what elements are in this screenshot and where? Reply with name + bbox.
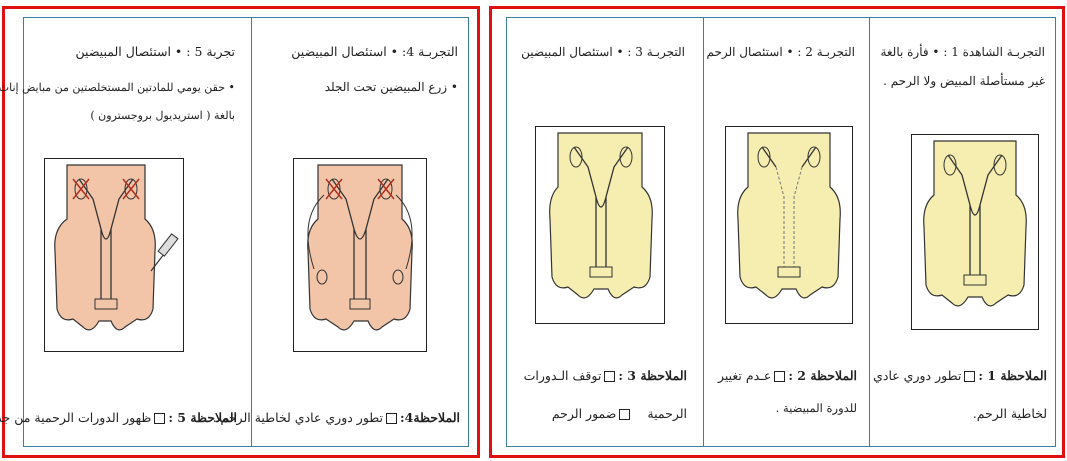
- experiment-5-title: تجربة 5 : • استئصال المبيضين: [30, 42, 235, 62]
- experiment-5-description-1: • حقن يومي للمادتين المستخلصتين من مبايض…: [30, 76, 235, 99]
- checkbox-icon: [154, 413, 165, 424]
- experiment-1-rat-figure: [911, 134, 1039, 330]
- experiment-1-observation: الملاحظة 1 : تطور دوري عادي: [873, 362, 1047, 390]
- rat-reproductive-diagram-1: [912, 135, 1038, 329]
- observation-3-text-2a: الرحمية: [647, 406, 687, 421]
- observation-3-label: الملاحظة 3 :: [618, 368, 687, 383]
- observation-2-text-2: للدورة المبيضية .: [707, 394, 857, 422]
- observation-1-text-2: لخاطية الرحم.: [873, 400, 1047, 428]
- observation-1-label: الملاحظة 1 :: [978, 368, 1047, 383]
- experiment-3-column: التجربـة 3 : • استئصال المبيضين الملاحظة…: [507, 18, 695, 446]
- observation-3-text-2b: ضمور الرحم: [552, 406, 617, 421]
- experiment-2-observation: الملاحظة 2 : عـدم تغيير: [707, 362, 857, 390]
- experiment-4-observation: الملاحظة4:تطور دوري عادي لخاطية الرحم .: [255, 404, 460, 432]
- checkbox-icon: [604, 371, 615, 382]
- rat-reproductive-diagram-5: [45, 159, 183, 351]
- experiment-4-rat-figure: [293, 158, 427, 352]
- experiment-5-description-2: بالغة ( استريديول بروجسترون ): [30, 104, 235, 127]
- experiment-4-column: التجربـة 4: • استئصال المبيضين • زرع الم…: [251, 18, 468, 446]
- column-divider: [251, 18, 252, 446]
- checkbox-icon: [774, 371, 785, 382]
- experiment-4-title: التجربـة 4: • استئصال المبيضين: [257, 42, 458, 62]
- experiment-1-title: التجربـة الشاهدة 1 : • فأرة بالغة: [875, 42, 1045, 62]
- experiment-5-column: تجربة 5 : • استئصال المبيضين • حقن يومي …: [24, 18, 245, 446]
- experiment-5-rat-figure: [44, 158, 184, 352]
- observation-5-label: الملاحظة 5 :: [168, 410, 237, 425]
- checkbox-icon: [619, 409, 630, 420]
- experiment-3-observation-2: الرحمية ضمور الرحم: [511, 400, 687, 428]
- right-figure-panel: التجربـة الشاهدة 1 : • فأرة بالغة غير مس…: [489, 6, 1065, 458]
- experiment-3-title: التجربـة 3 : • استئصال المبيضين: [513, 42, 685, 62]
- column-divider: [703, 18, 704, 446]
- rat-reproductive-diagram-2: [726, 127, 852, 323]
- rat-reproductive-diagram-3: [536, 127, 664, 323]
- checkbox-icon: [386, 413, 397, 424]
- experiment-3-observation: الملاحظة 3 : توقف الـدورات: [511, 362, 687, 390]
- experiment-2-column: التجربـة 2 : • استئصال الرحم الملاحظة 2 …: [703, 18, 865, 446]
- experiment-5-observation: الملاحظة 5 :ظهور الدورات الرحمية من جديد…: [28, 404, 237, 432]
- column-divider: [869, 18, 870, 446]
- observation-3-text-1: توقف الـدورات: [524, 368, 602, 383]
- experiment-2-rat-figure: [725, 126, 853, 324]
- left-experiment-table: التجربـة 4: • استئصال المبيضين • زرع الم…: [23, 17, 469, 447]
- experiment-1-description: غير مستأصلة المبيض ولا الرحم .: [875, 70, 1045, 93]
- checkbox-icon: [964, 371, 975, 382]
- experiment-1-column: التجربـة الشاهدة 1 : • فأرة بالغة غير مس…: [869, 18, 1055, 446]
- left-figure-panel: التجربـة 4: • استئصال المبيضين • زرع الم…: [2, 6, 480, 458]
- experiment-3-rat-figure: [535, 126, 665, 324]
- experiment-4-description: • زرع المبيضين تحت الجلد: [257, 76, 458, 99]
- right-experiment-table: التجربـة الشاهدة 1 : • فأرة بالغة غير مس…: [506, 17, 1056, 447]
- observation-2-label: الملاحظة 2 :: [788, 368, 857, 383]
- observation-1-text-1: تطور دوري عادي: [873, 368, 961, 383]
- rat-reproductive-diagram-4: [294, 159, 426, 351]
- observation-2-text-1: عـدم تغيير: [718, 368, 771, 383]
- observation-4-label: الملاحظة4:: [400, 410, 460, 425]
- observation-5-text: ظهور الدورات الرحمية من جديد .: [0, 410, 151, 425]
- experiment-2-title: التجربـة 2 : • استئصال الرحم: [709, 42, 855, 62]
